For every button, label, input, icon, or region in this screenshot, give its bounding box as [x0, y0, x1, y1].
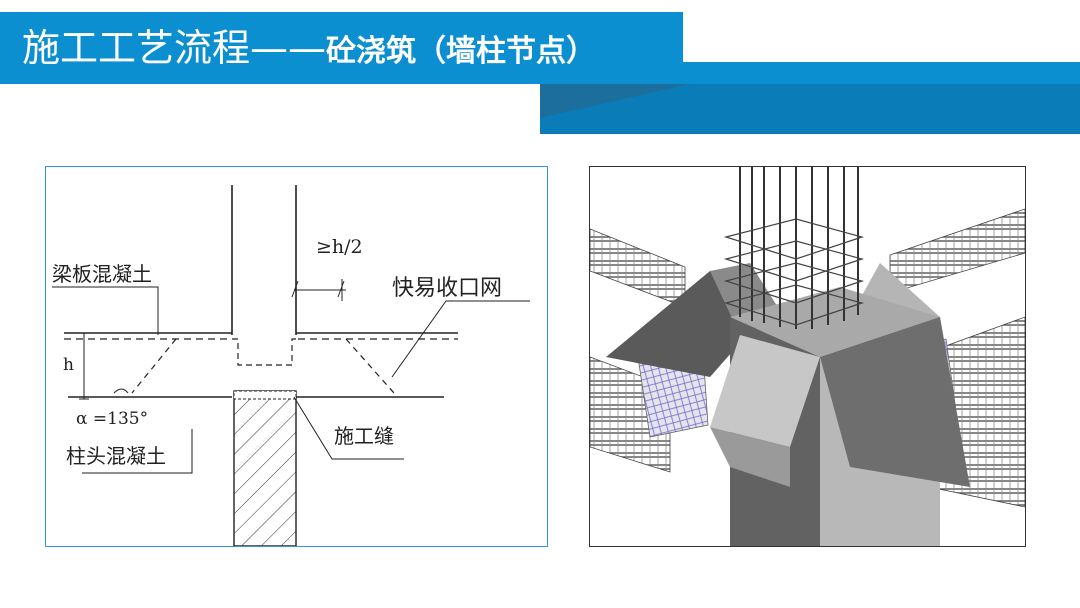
column-cap [730, 287, 940, 357]
column-section [233, 390, 297, 547]
haunch-right-dark [820, 317, 970, 487]
page-title: 施工工艺流程——砼浇筑（墙柱节点） [22, 20, 596, 76]
title-banner [0, 12, 683, 84]
section-drawing-panel: h α =135° ≥h/2 梁板混凝土 快易收口网 柱头混凝土 施工缝 [45, 166, 548, 547]
title-banner-extension [683, 62, 1080, 84]
title-banner-shadow [540, 84, 1080, 134]
vertical-rebars [739, 167, 859, 329]
title-main: 施工工艺流程—— [22, 26, 327, 70]
angle-label: α =135° [76, 409, 148, 429]
beam-slab-concrete-label: 梁板混凝土 [52, 262, 152, 286]
column-head-concrete-label: 柱头混凝土 [66, 444, 166, 468]
haunch-left-dark [606, 267, 754, 377]
construction-joint-label: 施工缝 [334, 424, 394, 448]
joint-3d-rendering [590, 167, 1025, 546]
title-sub: 砼浇筑（墙柱节点） [326, 34, 597, 69]
min-length-label: ≥h/2 [316, 236, 363, 258]
rendering-panel [589, 166, 1026, 547]
rebar-stirrups [723, 218, 865, 326]
height-label: h [63, 355, 74, 375]
section-drawing: h α =135° ≥h/2 梁板混凝土 快易收口网 柱头混凝土 施工缝 [52, 185, 530, 547]
quick-mesh-label: 快易收口网 [392, 276, 502, 301]
